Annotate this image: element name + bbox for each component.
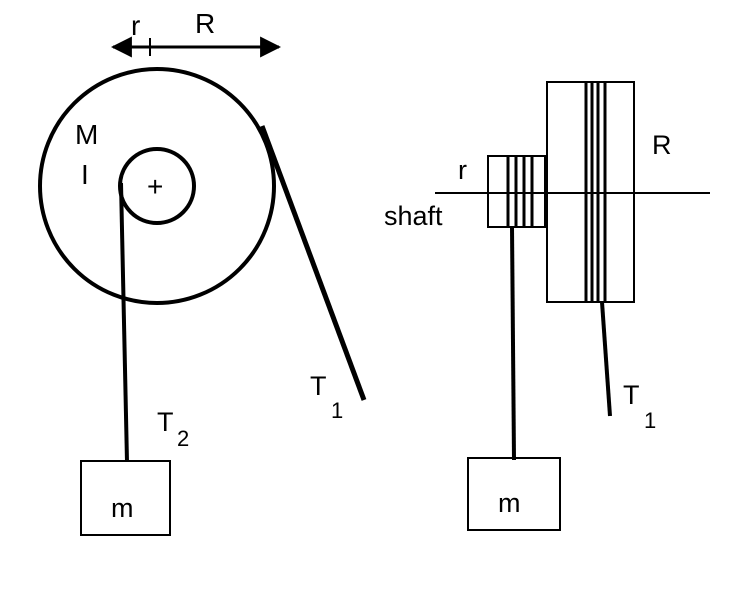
r-label: r (131, 10, 140, 41)
side-view: shaft r R m T 1 (384, 81, 710, 531)
large-wheel (38, 67, 276, 305)
R-label: R (195, 8, 215, 39)
rope-T1 (259, 125, 367, 401)
T2-subscript: 2 (177, 426, 189, 451)
side-R-label: R (652, 130, 672, 160)
mass-M-label: M (75, 119, 98, 150)
T1-label: T (310, 371, 327, 401)
front-view: r R + M I m T 2 T 1 (38, 8, 367, 536)
side-T1-label: T (623, 380, 640, 410)
inertia-I-label: I (81, 159, 89, 190)
T1-subscript: 1 (331, 398, 343, 423)
block-m-label: m (111, 493, 134, 523)
side-rope-T1 (600, 301, 612, 417)
side-rope-T2 (510, 226, 516, 461)
axle-symbol: + (147, 171, 163, 202)
side-mass-block (467, 457, 561, 531)
T2-label: T (157, 407, 174, 437)
side-block-m-label: m (498, 488, 521, 518)
mass-block (80, 460, 171, 536)
shaft-label: shaft (384, 201, 443, 231)
side-r-label: r (458, 155, 467, 185)
rope-T2 (119, 182, 129, 463)
side-T1-subscript: 1 (644, 408, 656, 433)
